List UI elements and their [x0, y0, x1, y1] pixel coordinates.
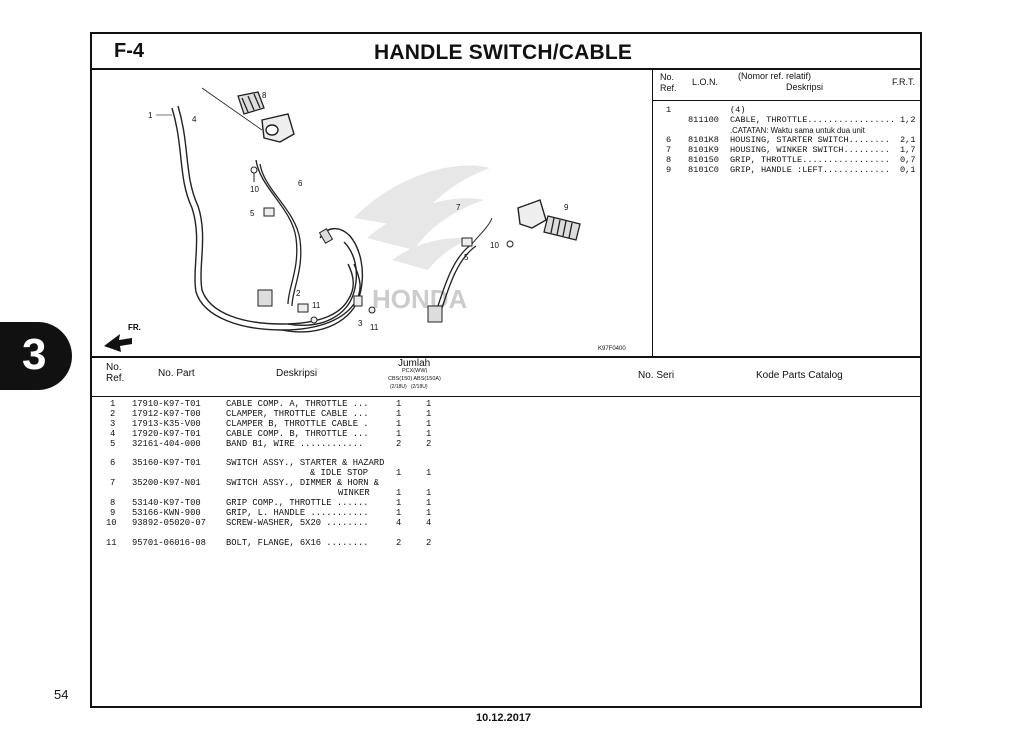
throttle-grip [237, 91, 265, 115]
callout: 6 [298, 179, 303, 188]
parts-header-jumlah: Jumlah [398, 358, 431, 369]
left-handle-grip [543, 215, 581, 241]
page-number: 54 [54, 687, 69, 702]
callout: 4 [192, 115, 197, 124]
callout: 8 [262, 91, 267, 100]
callout: 10 [250, 185, 259, 194]
lon-row-note: .CATATAN: Waktu sama untuk dua unit [730, 126, 865, 135]
callout: 10 [490, 241, 499, 250]
throttle-clamper [297, 303, 318, 324]
lon-table: No. Ref. L.O.N. (Nomor ref. relatif) Des… [652, 68, 920, 356]
parts-header-desc: Deskripsi [276, 368, 318, 379]
catalog-page-frame: F-4 HANDLE SWITCH/CABLE HONDA [90, 32, 922, 708]
watermark-text: HONDA [372, 284, 468, 314]
lon-header-desc-top: (Nomor ref. relatif) [738, 71, 812, 81]
section-tab: 3 [0, 322, 72, 390]
screw-washer [250, 166, 258, 182]
parts-header-col2: (2/18U) (2/18U) [390, 384, 428, 390]
parts-header-jumlah-sub: PCX(WW) [402, 368, 428, 374]
connector [427, 305, 443, 323]
connector [318, 228, 334, 244]
page-title: HANDLE SWITCH/CABLE [374, 41, 633, 64]
diagram-code: K97F0400 [598, 346, 626, 352]
screw-washer [506, 240, 514, 248]
parts-header-seri: No. Seri [638, 370, 675, 381]
print-date: 10.12.2017 [476, 712, 532, 724]
parts-header-part: No. Part [158, 368, 195, 379]
lon-header-frt: F.R.T. [892, 77, 916, 87]
callout: 7 [456, 203, 461, 212]
diagram-drawing: HONDA [104, 87, 626, 352]
front-arrow-label: FR. [128, 323, 141, 332]
parts-header-col1: CBS(150) ABS(150A) [388, 376, 441, 382]
starter-switch-housing [261, 113, 295, 143]
lon-row: 1(4) [666, 105, 746, 115]
page-header: F-4 HANDLE SWITCH/CABLE [92, 34, 920, 70]
exploded-diagram: HONDA [92, 68, 653, 356]
parts-header-ref: No. Ref. [106, 362, 125, 384]
callout: 11 [370, 323, 379, 332]
front-arrow [104, 334, 132, 352]
section-tab-label: 3 [22, 330, 47, 379]
wire-band [461, 237, 473, 247]
throttle-clamper-b [353, 295, 376, 314]
callout: 5 [464, 253, 469, 262]
parts-header-kode: Kode Parts Catalog [756, 370, 843, 381]
lon-header-desc: Deskripsi [786, 82, 824, 92]
callout: 1 [148, 111, 153, 120]
lon-header-ref: No. Ref. [660, 72, 677, 93]
callout: 5 [250, 209, 255, 218]
connector [257, 289, 273, 307]
wire-band [263, 207, 275, 217]
honda-wing-watermark [354, 165, 490, 270]
lon-header-lon: L.O.N. [692, 77, 719, 87]
callout: 2 [296, 289, 301, 298]
callout: 3 [358, 319, 363, 328]
callout: 11 [312, 301, 321, 310]
figure-code: F-4 [114, 40, 144, 62]
dimmer-switch-housing [517, 199, 547, 229]
lon-table-header: No. Ref. L.O.N. (Nomor ref. relatif) Des… [652, 68, 920, 101]
callout: 9 [564, 203, 569, 212]
parts-table-header: No. Ref. No. Part Deskripsi Jumlah PCX(W… [92, 356, 920, 397]
